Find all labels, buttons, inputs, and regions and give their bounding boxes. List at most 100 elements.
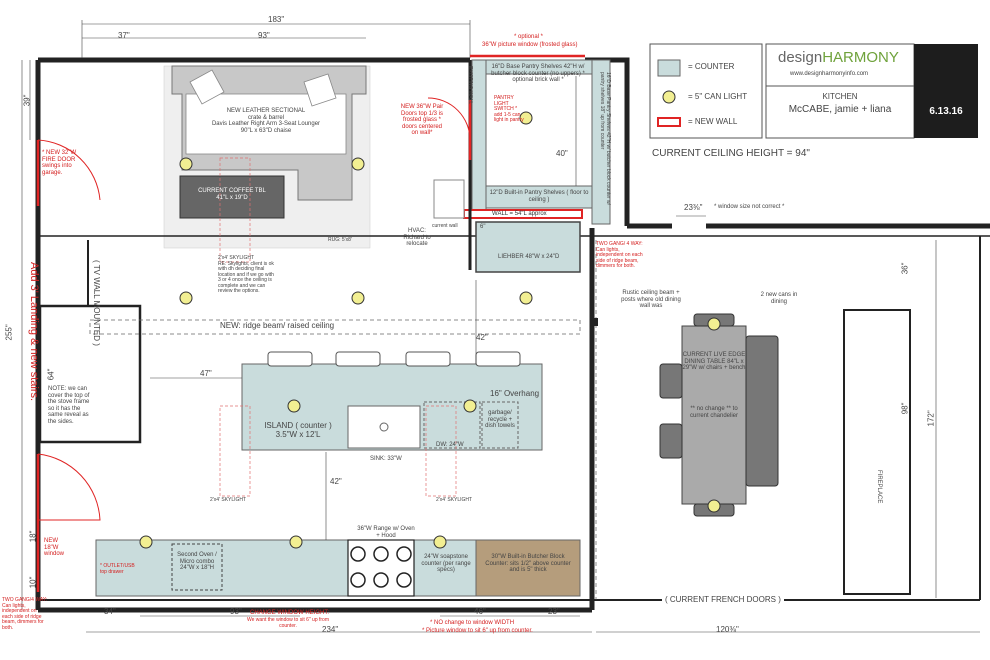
pair-doors-note: NEW 36"W Pair Doors top 1/3 is frosted g… bbox=[400, 104, 444, 137]
dining-table-label: CURRENT LIVE EDGE DINING TABLE 84"L x 29… bbox=[682, 352, 746, 372]
logo: designHARMONY bbox=[778, 49, 899, 67]
existing-wall-label: EXISTING WALL bbox=[467, 66, 473, 105]
legend-box bbox=[649, 43, 763, 139]
butcher-block-label: 30"W Built-in Butcher Block Counter: sit… bbox=[485, 554, 571, 574]
window-not-correct: * window size not correct * bbox=[714, 204, 785, 210]
fireplace bbox=[843, 309, 911, 595]
ridge-beam bbox=[89, 319, 581, 335]
top-dimension-lines bbox=[81, 20, 471, 58]
builtin-pantry-label: 12"D Built-in Pantry Shelves ( floor to … bbox=[489, 190, 589, 203]
dw-label: DW: 24"W bbox=[436, 442, 464, 448]
bar-stools bbox=[267, 351, 521, 367]
window-sill-note: We want the window to sit 6" up from cou… bbox=[247, 617, 329, 629]
dim-left-bottom-18: 18" bbox=[28, 530, 38, 543]
island-label: ISLAND ( counter ) 3.5"W x 12'L bbox=[264, 421, 332, 439]
pantry-left bbox=[471, 59, 487, 211]
logo-design: design bbox=[778, 49, 823, 66]
butcher-block bbox=[475, 539, 581, 597]
room-name: KITCHEN bbox=[822, 92, 858, 101]
bottom-dimension-lines bbox=[86, 615, 980, 633]
dim-left-top: 39" bbox=[22, 94, 32, 107]
fire-door-note: * NEW 32"W FIRE DOOR swings into garage. bbox=[42, 150, 77, 176]
dim-top-left: 37" bbox=[118, 31, 130, 40]
pantry-builtin bbox=[485, 185, 593, 209]
logo-harmony: HARMONY bbox=[822, 49, 899, 66]
coffee-table bbox=[179, 175, 285, 219]
two-gang-right-note: TWO GANG/ 4 WAY: Can lights, independent… bbox=[596, 241, 643, 269]
picture-window-label: 36"W picture window (frosted glass) bbox=[482, 42, 578, 48]
date: 6.13.16 bbox=[929, 106, 963, 117]
fireplace-label: FIREPLACE bbox=[876, 470, 882, 504]
beam-post bbox=[590, 318, 598, 326]
range-label: 36"W Range w/ Oven + Hood bbox=[357, 526, 415, 539]
dim-top-total: 183" bbox=[268, 15, 285, 24]
dim-pantry-40: 40" bbox=[556, 149, 568, 158]
pillow-right bbox=[303, 73, 337, 107]
skylight-right-label: 2'x4' SKYLIGHT bbox=[436, 497, 473, 503]
coffee-table-label: CURRENT COFFEE TBL 41"L x 19"D bbox=[198, 188, 266, 201]
hvac-unit bbox=[433, 179, 465, 219]
dim-island-gap-bottom: 42" bbox=[330, 477, 342, 486]
french-doors-label: ( CURRENT FRENCH DOORS ) bbox=[662, 595, 784, 605]
hvac-label: HVAC: Richard to relocate bbox=[403, 228, 431, 248]
dim-window-23: 23⅜" bbox=[684, 203, 703, 212]
website: www.designharmonyinfo.com bbox=[790, 71, 869, 77]
client-name: McCABE, jamie + liana bbox=[788, 104, 892, 115]
sink bbox=[347, 405, 421, 449]
soapstone-label: 24"W soapstone counter (per range specs) bbox=[421, 554, 471, 574]
dim-bottom-93: 93" bbox=[230, 607, 242, 616]
garbage-drawer bbox=[481, 401, 519, 449]
legend-new-wall-label: = NEW WALL bbox=[688, 117, 738, 126]
rustic-beam-label: Rustic ceiling beam + posts where old di… bbox=[621, 290, 681, 310]
sink-label: SINK: 33"W bbox=[370, 456, 402, 462]
tv-wall-label: ( TV WALL MOUNTED ) bbox=[92, 260, 101, 346]
dim-right-mid: 98" bbox=[900, 402, 910, 415]
rug-label: RUG: 5'x8' bbox=[328, 237, 352, 243]
optional-label: * optional * bbox=[514, 34, 544, 40]
dim-bottom-total: 234" bbox=[322, 625, 339, 634]
sectional-seat bbox=[185, 93, 347, 155]
ceiling-height: CURRENT CEILING HEIGHT = 94" bbox=[652, 148, 810, 159]
wall-approx-label: WALL = 54"L approx bbox=[492, 211, 547, 217]
legend-can-light-label: = 5" CAN LIGHT bbox=[688, 92, 748, 101]
dim-left-bottom-10: 10" bbox=[28, 576, 38, 589]
sectional-label: NEW LEATHER SECTIONAL crate & barrel Dav… bbox=[211, 108, 321, 134]
new-cans-label: 2 new cans in dining bbox=[760, 292, 798, 305]
pillow-left bbox=[189, 69, 225, 105]
dining-table bbox=[681, 325, 747, 505]
skylights bbox=[219, 157, 457, 497]
dim-top-mid: 93" bbox=[258, 31, 270, 40]
pantry-right bbox=[591, 59, 611, 225]
pantry-light-note: PANTRY LIGHT SWITCH * add 1-5 can light … bbox=[494, 95, 524, 123]
stove-note: NOTE: we can cover the top of the stove … bbox=[48, 386, 90, 425]
pantry-side-label: 16"D Base Pantry Shelves 42"H w/ butcher… bbox=[599, 72, 612, 206]
no-change-window-note: * NO change to window WIDTH bbox=[430, 620, 515, 626]
tv-wall-frame bbox=[38, 304, 142, 444]
garbage-label: garbage/ recycle + dish towels bbox=[485, 410, 515, 430]
change-window-height: CHANGE WINDOW HEIGHT: bbox=[250, 610, 329, 616]
outlet-note: * OUTLET/USB top drawer bbox=[100, 563, 135, 575]
fridge-label: LIEHBER 48"W x 24"D bbox=[498, 254, 560, 260]
range-burners bbox=[350, 546, 412, 588]
right-dimension-lines bbox=[676, 215, 937, 598]
legend-counter-label: = COUNTER bbox=[688, 62, 735, 71]
two-gang-bottom-note: TWO GANG/4 WAY: Can lights, independent … bbox=[2, 597, 48, 631]
landing-note: Add 3' Landing & new stairs. bbox=[28, 262, 40, 402]
overhang-label: 16" Overhang bbox=[490, 389, 540, 398]
dim-left-mid: 255" bbox=[4, 324, 14, 341]
fridge bbox=[475, 221, 581, 273]
legend-new-wall-swatch bbox=[657, 117, 681, 127]
dishwasher bbox=[423, 401, 481, 449]
fire-door-swing bbox=[37, 139, 101, 201]
skylight-note: 2'x4' SKYLIGHT RE: Skylights, client is … bbox=[218, 255, 274, 294]
pantry-base-label: 16"D Base Pantry Shelves 42"H w/ butcher… bbox=[491, 64, 585, 84]
dim-right-top: 36" bbox=[900, 262, 910, 275]
legend-counter-swatch bbox=[657, 59, 681, 77]
dim-bottom-46: 46" bbox=[474, 607, 486, 616]
dim-bottom-23: 23" bbox=[548, 607, 560, 616]
second-oven bbox=[171, 543, 223, 591]
second-oven-label: Second Oven / Micro combo 24"W x 18"H bbox=[177, 552, 217, 572]
dim-wall-6: 6" bbox=[480, 224, 486, 230]
